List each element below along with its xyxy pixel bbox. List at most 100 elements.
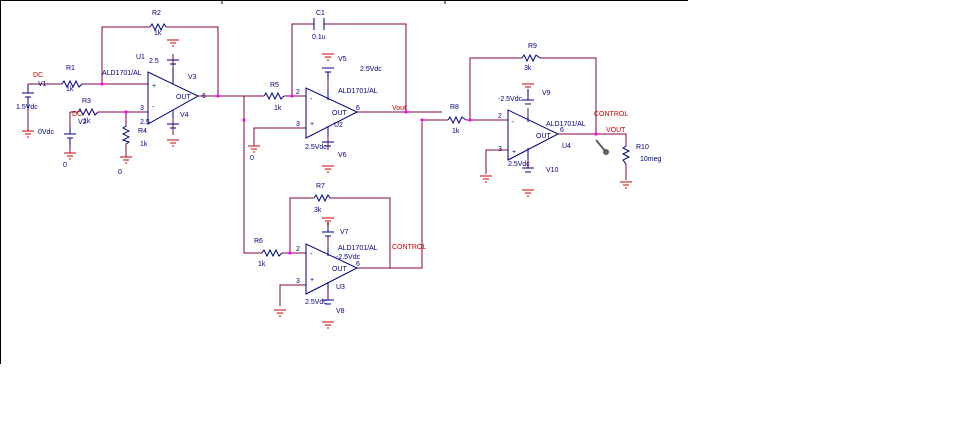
dc-source-v3[interactable] <box>167 59 179 65</box>
r4-ref: R4 <box>138 128 147 135</box>
u1-out: OUT <box>176 94 192 101</box>
u2-pin6: 6 <box>356 105 360 112</box>
u2-pin2: 2 <box>296 89 300 96</box>
u1-minus: - <box>152 104 155 111</box>
r5-value: 1k <box>274 105 282 112</box>
resistor-r9[interactable] <box>521 53 541 63</box>
u4-model: ALD1701/AL <box>546 121 586 128</box>
r9-ref: R9 <box>528 43 537 50</box>
resistor-r5[interactable] <box>263 91 285 101</box>
v6-ref: V6 <box>338 152 347 159</box>
resistor-r4[interactable] <box>121 125 131 145</box>
opamp-u2[interactable] <box>305 87 359 139</box>
u4-pin3: 3 <box>498 146 502 153</box>
dc-source-v5[interactable] <box>322 67 334 80</box>
resistor-r10[interactable] <box>621 145 631 165</box>
r3-ref: R3 <box>82 98 91 105</box>
v3-ref: V3 <box>188 74 197 81</box>
resistor-r6[interactable] <box>261 248 283 258</box>
r8-ref: R8 <box>450 104 459 111</box>
dc-source-v6[interactable] <box>322 141 334 147</box>
resistor-r2[interactable] <box>149 22 167 32</box>
v10-ref: V10 <box>546 167 559 174</box>
net-control-u3: CONTROL <box>392 244 426 251</box>
ground-symbols <box>22 39 632 329</box>
v4-value: 2.5 <box>140 119 150 126</box>
r7-value: 3k <box>314 207 322 214</box>
r1-ref: R1 <box>66 65 75 72</box>
gnd-label-u2: 0 <box>250 155 254 162</box>
net-vout-probe: VOUT <box>606 127 626 134</box>
u1-pin3: 3 <box>140 105 144 112</box>
gnd-label-r4: 0 <box>118 169 122 176</box>
u4-minus: - <box>512 119 515 126</box>
r2-ref: R2 <box>152 10 161 17</box>
u3-pin2: 2 <box>296 246 300 253</box>
capacitor-c1[interactable] <box>313 18 325 30</box>
net-control-u4: CONTROL <box>594 111 628 118</box>
u1-pin6: 6 <box>202 93 206 100</box>
r1-value: 1k <box>66 86 74 93</box>
r6-value: 1k <box>258 261 266 268</box>
opamp-u1[interactable] <box>147 68 200 125</box>
u3-minus: - <box>310 251 313 258</box>
v7-value: -2.5Vdc <box>336 254 361 261</box>
u2-plus: + <box>310 121 314 128</box>
wires <box>27 23 627 306</box>
u4-plus: + <box>512 149 516 156</box>
net-vout: Vout <box>392 105 406 112</box>
dc-source-v4[interactable] <box>167 123 179 129</box>
r3-value: 1k <box>83 118 91 125</box>
gnd-label-v2: 0 <box>63 162 67 169</box>
u4-pin2: 2 <box>498 113 502 120</box>
dc-source-v1[interactable] <box>22 84 34 108</box>
v1-tag: DC <box>33 72 43 79</box>
u3-plus: + <box>310 277 314 284</box>
resistor-r1[interactable] <box>61 79 83 89</box>
v6-value: 2.5Vdc <box>305 144 327 151</box>
u2-ref: U2 <box>334 122 343 129</box>
u4-pin6: 6 <box>560 127 564 134</box>
u3-model: ALD1701/AL <box>338 245 378 252</box>
v10-value: 2.5Vdc <box>508 161 530 168</box>
u4-ref: U4 <box>562 143 571 150</box>
resistor-r7[interactable] <box>313 193 331 203</box>
resistor-r3[interactable] <box>77 107 99 117</box>
u3-out: OUT <box>332 266 348 273</box>
u2-model: ALD1701/AL <box>338 88 378 95</box>
dc-source-v10[interactable] <box>522 167 534 173</box>
dc-source-v2[interactable] <box>64 126 76 146</box>
u1-plus: + <box>152 83 156 90</box>
v4-ref: V4 <box>180 112 189 119</box>
v2-tag: DC <box>72 111 82 118</box>
v5-value: 2.5Vdc <box>360 66 382 73</box>
junction-dots <box>100 82 598 255</box>
v3-value: 2.5 <box>149 58 159 65</box>
v8-ref: V8 <box>336 308 345 315</box>
u4-out: OUT <box>536 133 552 140</box>
u1-model: ALD1701/AL <box>102 70 142 77</box>
r8-value: 1k <box>452 128 460 135</box>
resistor-r8[interactable] <box>447 115 467 125</box>
v9-ref: V9 <box>542 90 551 97</box>
r2-value: 1k <box>154 30 162 37</box>
v5-ref: V5 <box>338 56 347 63</box>
u2-out: OUT <box>332 110 348 117</box>
v1-ref: V1 <box>38 81 47 88</box>
opamp-u3[interactable] <box>305 243 359 295</box>
v8-value: 2.5Vdc <box>305 299 327 306</box>
u2-pin3: 3 <box>296 121 300 128</box>
r10-ref: R10 <box>636 144 649 151</box>
dc-source-v9[interactable] <box>522 90 534 105</box>
v1-value: 1.5Vdc <box>16 104 38 111</box>
r5-ref: R5 <box>270 82 279 89</box>
voltage-probe[interactable] <box>595 139 609 155</box>
dc-source-v8[interactable] <box>322 299 334 305</box>
opamp-u4[interactable] <box>507 109 560 161</box>
r6-ref: R6 <box>254 238 263 245</box>
c1-ref: C1 <box>316 10 325 17</box>
u3-pin3: 3 <box>296 278 300 285</box>
v9-value: -2.5Vdc <box>498 96 523 103</box>
